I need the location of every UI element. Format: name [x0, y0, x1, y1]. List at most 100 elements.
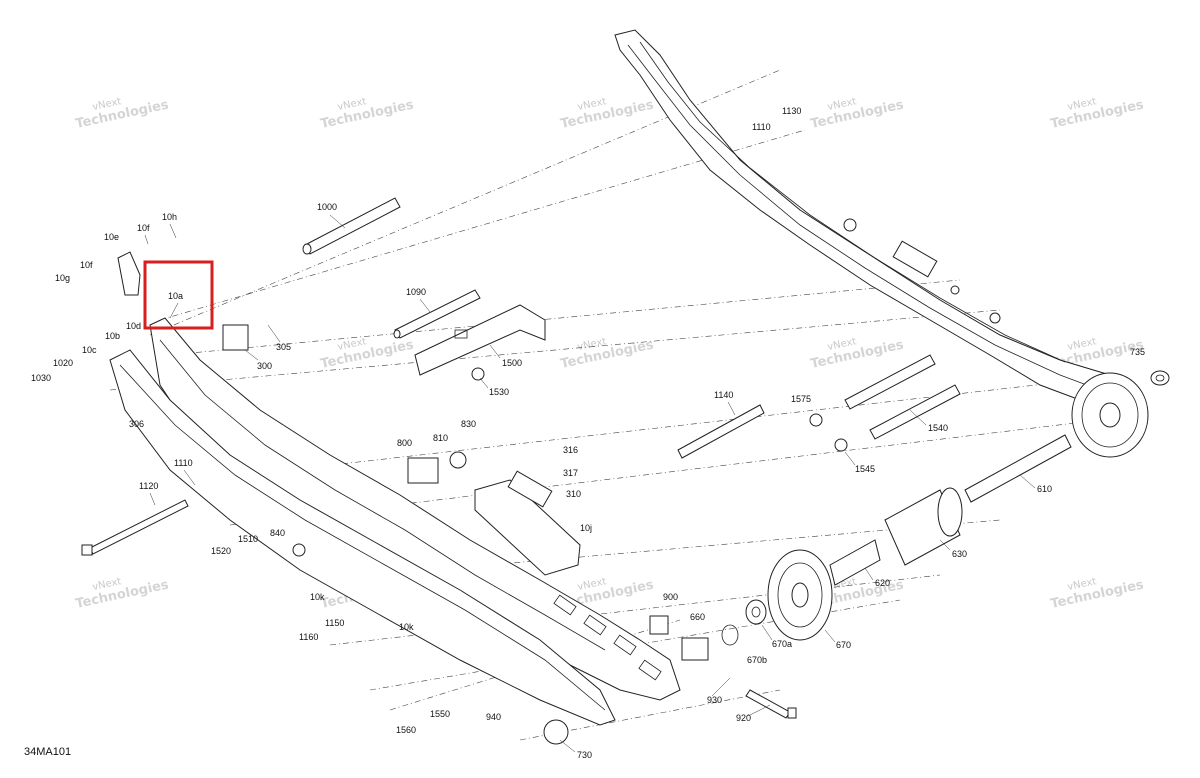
part-label-1150: 1150	[325, 618, 344, 628]
leader-line-930	[711, 677, 731, 697]
watermark-line2: Technologies	[559, 337, 655, 371]
leader-line-730	[559, 739, 576, 753]
leader-line-1140	[727, 401, 736, 416]
leader-lines	[144, 214, 1036, 753]
circlip-670b	[721, 624, 739, 646]
part-label-810: 810	[433, 433, 448, 443]
part-label-10a: 10a	[168, 291, 183, 301]
nut-735	[1150, 370, 1170, 386]
part-label-920: 920	[736, 713, 751, 723]
leader-line-1000	[329, 214, 346, 229]
leader-line-1110	[183, 469, 196, 486]
watermark-line2: Technologies	[74, 97, 170, 131]
part-label-1020: 1020	[53, 358, 73, 368]
watermark-line2: Technologies	[809, 97, 905, 131]
part-label-1000: 1000	[317, 202, 337, 212]
part-label-10c: 10c	[82, 345, 97, 355]
part-label-1140: 1140	[714, 390, 733, 400]
part-label-930: 930	[707, 695, 722, 705]
leader-line-10h	[169, 223, 177, 239]
part-label-840: 840	[270, 528, 285, 538]
part-label-1110: 1110	[174, 458, 193, 468]
block-800	[407, 457, 439, 484]
leader-line-1500	[489, 344, 501, 359]
watermark-line2: Technologies	[559, 97, 655, 131]
part-label-1545: 1545	[855, 464, 875, 474]
part-label-10b: 10b	[105, 331, 120, 341]
part-label-670b: 670b	[747, 655, 767, 665]
part-label-735: 735	[1130, 347, 1145, 357]
bumper-10e	[117, 251, 141, 296]
drawing-id: 34MA101	[24, 746, 71, 758]
part-label-306: 306	[129, 419, 144, 429]
sleeve-630	[884, 487, 963, 566]
part-label-660: 660	[690, 612, 705, 622]
shaft-upper-right	[844, 354, 961, 440]
watermark-line2: Technologies	[319, 97, 415, 131]
leader-line-1090	[419, 298, 431, 313]
bracket-1500	[414, 304, 546, 376]
leader-line-10a	[169, 302, 179, 319]
part-label-1510: 1510	[238, 534, 258, 544]
part-label-10e: 10e	[104, 232, 119, 242]
bolt-920	[745, 689, 797, 719]
leader-line-300	[244, 349, 259, 361]
shaft-1000	[302, 197, 401, 255]
shaft-620	[829, 539, 881, 586]
part-label-1550: 1550	[430, 709, 450, 719]
part-label-1030: 1030	[31, 373, 51, 383]
leader-line-1120	[149, 492, 156, 506]
rear-idler-wheel	[1071, 372, 1149, 458]
spacer-1575	[809, 413, 823, 427]
part-label-317: 317	[563, 468, 578, 478]
part-label-1120: 1120	[139, 481, 158, 491]
shaft-1090	[393, 289, 481, 339]
watermark-line2: Technologies	[1049, 577, 1145, 611]
axle-610	[964, 434, 1072, 503]
part-label-1090: 1090	[406, 287, 426, 297]
leader-line-670	[824, 629, 836, 643]
spacer-1545	[834, 438, 848, 452]
part-label-310: 310	[566, 489, 581, 499]
leader-line-305	[267, 324, 281, 343]
leader-line-920	[747, 704, 771, 717]
part-label-1130: 1130	[782, 106, 801, 116]
part-label-670: 670	[836, 640, 851, 650]
part-label-1160: 1160	[299, 632, 318, 642]
part-label-610: 610	[1037, 484, 1052, 494]
watermark-line2: Technologies	[809, 337, 905, 371]
part-label-10d: 10d	[126, 321, 141, 331]
stopper-300	[222, 324, 249, 351]
leader-line-1540	[909, 409, 927, 426]
part-label-1520: 1520	[211, 546, 231, 556]
slider-10j	[474, 479, 581, 576]
part-label-316: 316	[563, 445, 578, 455]
part-label-10k: 10k	[310, 592, 325, 602]
bushing-810	[449, 451, 467, 469]
part-label-620: 620	[875, 578, 890, 588]
part-label-1530: 1530	[489, 387, 509, 397]
part-label-800: 800	[397, 438, 412, 448]
part-label-1575: 1575	[791, 394, 811, 404]
part-label-1110: 1110	[752, 122, 771, 132]
watermark-line2: Technologies	[1049, 97, 1145, 131]
part-label-630: 630	[952, 549, 967, 559]
block-900	[649, 615, 669, 635]
watermark-line2: Technologies	[74, 577, 170, 611]
part-label-1540: 1540	[928, 423, 948, 433]
rail-slots	[553, 594, 662, 681]
leader-line-610	[1019, 474, 1036, 489]
part-label-10j: 10j	[580, 523, 592, 533]
part-label-305: 305	[276, 342, 291, 352]
part-label-830: 830	[461, 419, 476, 429]
bearing-670a	[745, 599, 767, 625]
leader-line-10f	[144, 234, 149, 245]
leader-line-670a	[761, 624, 773, 641]
